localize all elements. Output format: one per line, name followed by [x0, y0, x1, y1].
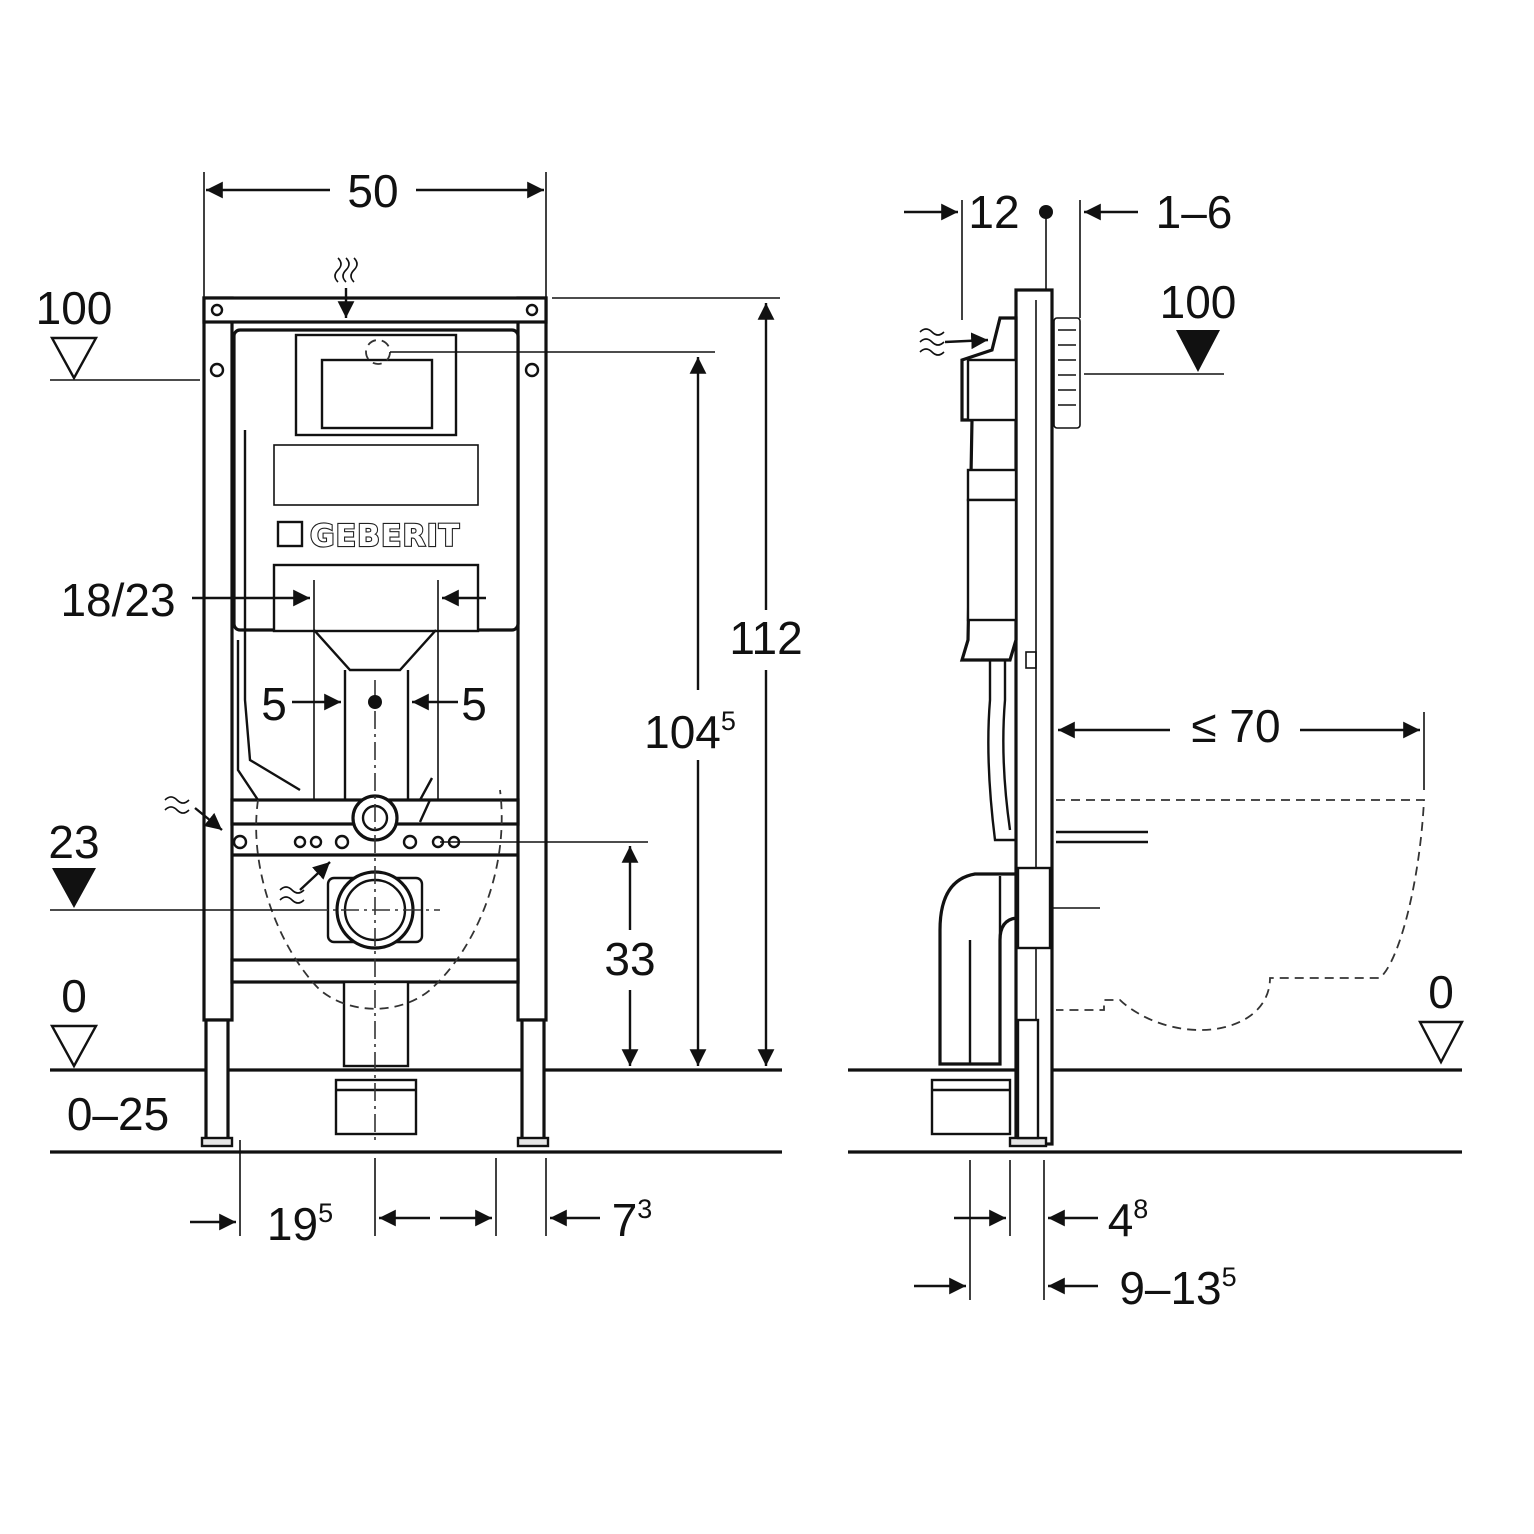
- side-dimensions: [904, 200, 1464, 1300]
- svg-text:GEBERIT: GEBERIT: [310, 519, 460, 554]
- dim-actuation-height: 1045: [644, 706, 736, 758]
- dim-width: 50: [347, 165, 398, 217]
- dim-pan-spacing: 18/23: [60, 574, 175, 626]
- front-frame: [200, 296, 550, 1148]
- dim-frame-depth: 12: [968, 186, 1019, 238]
- dim-floor-side: 0: [1428, 966, 1454, 1018]
- brand-logo: GEBERIT: [309, 518, 460, 555]
- water-symbols: [164, 257, 434, 904]
- dim-outlet-offset: 195: [267, 1198, 333, 1250]
- front-pipes: [232, 670, 503, 1140]
- dim-pipe-offset-left: 5: [261, 678, 287, 730]
- side-water-symbol: [919, 328, 989, 356]
- dim-floor-adjust: 0–25: [67, 1088, 169, 1140]
- dim-outlet-height: 33: [604, 933, 655, 985]
- floor-lines: [50, 1068, 1462, 1154]
- dim-wall-offset: 9–135: [1119, 1262, 1236, 1314]
- dim-bolt-level: 23: [48, 816, 99, 868]
- dim-top-level-front: 100: [36, 282, 113, 334]
- dim-panel-depth: 1–6: [1156, 186, 1233, 238]
- dim-foot-offset: 73: [612, 1194, 653, 1246]
- dim-top-level-side: 100: [1160, 276, 1237, 328]
- dim-pipe-offset-right: 5: [461, 678, 487, 730]
- side-frame: [930, 288, 1425, 1148]
- front-dimensions: [49, 172, 780, 1236]
- dim-bowl-projection: ≤ 70: [1191, 700, 1280, 752]
- dim-floor-front: 0: [61, 970, 87, 1022]
- dim-total-height: 112: [729, 612, 802, 664]
- dim-pipe-offset-side: 48: [1108, 1194, 1149, 1246]
